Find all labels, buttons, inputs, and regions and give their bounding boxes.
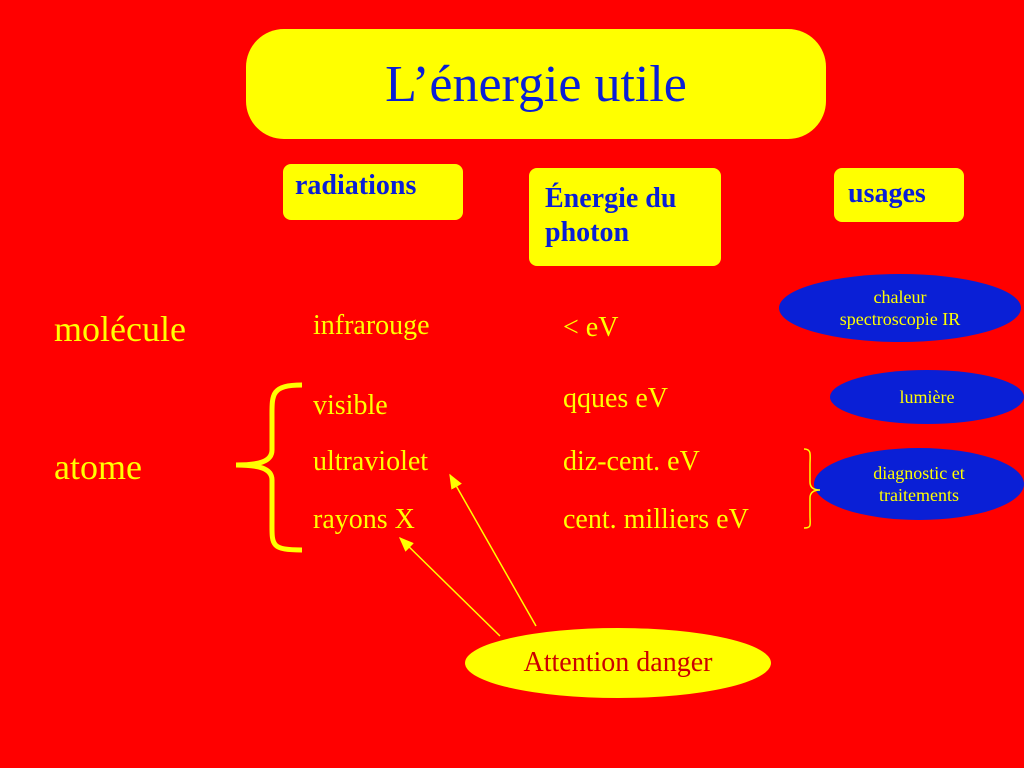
energy-visible: qques eV xyxy=(563,383,668,414)
radiation-visible: visible xyxy=(313,390,388,421)
header-usages-label: usages xyxy=(848,178,926,209)
usage-heat-ir-oval: chaleur spectroscopie IR xyxy=(779,274,1021,342)
usage-diagnostic-oval: diagnostic et traitements xyxy=(814,448,1024,520)
warning-oval: Attention danger xyxy=(465,628,771,698)
header-radiations-label: radiations xyxy=(295,170,417,201)
atom-brace-left xyxy=(235,382,303,553)
header-photon-energy: Énergie du photon xyxy=(529,168,721,266)
radiation-xrays: rayons X xyxy=(313,504,415,535)
usage-light-label: lumière xyxy=(899,386,955,407)
usage-brace-right xyxy=(803,448,821,529)
header-usages: usages xyxy=(834,168,964,222)
slide-title: L’énergie utile xyxy=(246,29,826,139)
radiation-infrared: infrarouge xyxy=(313,310,430,341)
warning-label: Attention danger xyxy=(523,647,713,678)
usage-diagnostic-line2: traitements xyxy=(879,485,959,505)
label-atome: atome xyxy=(54,447,142,487)
usage-heat-line1: chaleur xyxy=(873,286,927,307)
usage-diagnostic-line1: diagnostic et xyxy=(873,462,965,483)
header-photon-energy-line1: Énergie du xyxy=(545,183,677,214)
energy-ultraviolet: diz-cent. eV xyxy=(563,446,700,477)
energy-infrared: < eV xyxy=(563,312,619,343)
usage-light-oval: lumière xyxy=(830,370,1024,424)
arrow-to-ultraviolet xyxy=(449,473,537,627)
usage-heat-line2: spectroscopie IR xyxy=(839,309,961,329)
arrow-to-xrays xyxy=(398,536,501,637)
radiation-ultraviolet: ultraviolet xyxy=(313,446,429,477)
header-photon-energy-line2: photon xyxy=(545,216,630,248)
slide-title-text: L’énergie utile xyxy=(385,55,687,113)
header-radiations: radiations xyxy=(283,164,463,220)
label-molecule: molécule xyxy=(54,309,186,349)
energy-xrays: cent. milliers eV xyxy=(563,504,749,535)
